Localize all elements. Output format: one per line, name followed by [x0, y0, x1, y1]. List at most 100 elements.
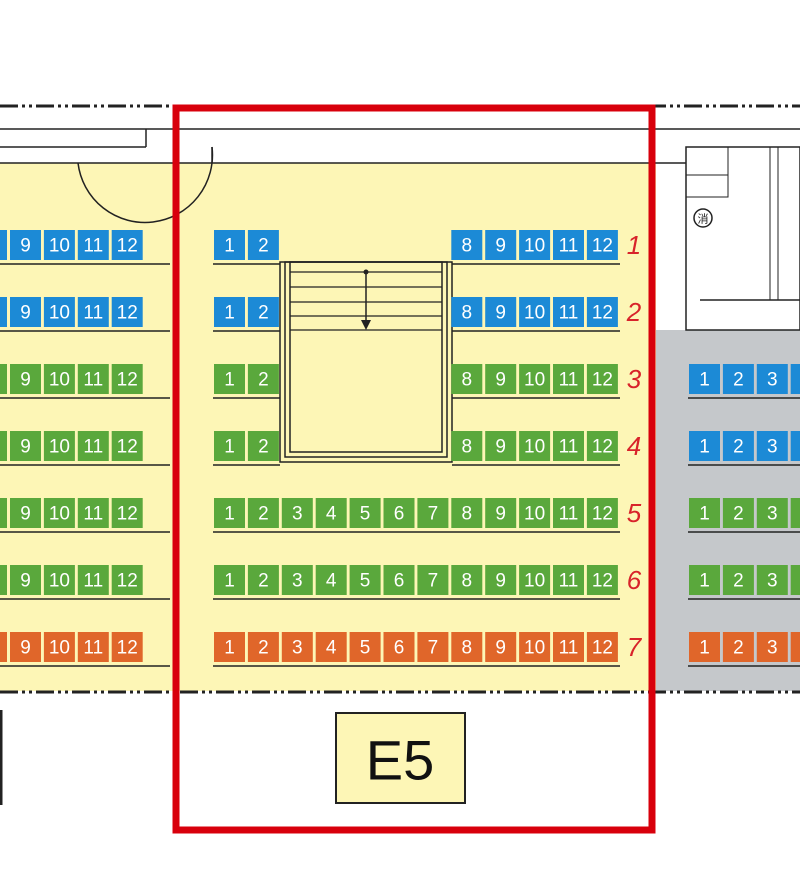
center-seat-row-1-seat-1[interactable]: 1 [214, 230, 245, 260]
center-seat-row-5-seat-4[interactable]: 4 [315, 498, 347, 528]
left-seat-row-6-seat-10[interactable]: 10 [43, 565, 75, 595]
center-seat-row-2-seat-2[interactable]: 2 [247, 297, 279, 327]
left-seat-row-3-seat-10[interactable]: 10 [43, 364, 75, 394]
center-seat-row-3-seat-10[interactable]: 10 [519, 364, 551, 394]
center-seat-row-6-seat-5[interactable]: 5 [349, 565, 381, 595]
center-seat-row-4-seat-1[interactable]: 1 [214, 431, 245, 461]
center-seat-row-2-seat-9[interactable]: 9 [485, 297, 517, 327]
center-seat-row-7-seat-12[interactable]: 12 [586, 632, 618, 662]
left-seat-row-3-seat-12[interactable]: 12 [111, 364, 143, 394]
left-seat-row-2-seat-11[interactable]: 11 [77, 297, 109, 327]
center-seat-row-4-seat-10[interactable]: 10 [519, 431, 551, 461]
right-seat-row-5-seat-3[interactable]: 3 [756, 498, 788, 528]
right-cut-seat-row-7-seat-[interactable] [790, 632, 800, 662]
center-seat-row-5-seat-8[interactable]: 8 [451, 498, 483, 528]
left-cut-seat-row-2-seat-[interactable] [0, 297, 7, 327]
center-seat-row-5-seat-11[interactable]: 11 [553, 498, 584, 528]
center-seat-row-6-seat-8[interactable]: 8 [451, 565, 483, 595]
center-seat-row-4-seat-12[interactable]: 12 [586, 431, 618, 461]
center-seat-row-5-seat-10[interactable]: 10 [519, 498, 551, 528]
center-seat-row-4-seat-8[interactable]: 8 [451, 431, 483, 461]
center-seat-row-5-seat-12[interactable]: 12 [586, 498, 618, 528]
center-seat-row-1-seat-9[interactable]: 9 [485, 230, 517, 260]
right-seat-row-7-seat-3[interactable]: 3 [756, 632, 788, 662]
right-seat-row-4-seat-3[interactable]: 3 [756, 431, 788, 461]
left-seat-row-7-seat-10[interactable]: 10 [43, 632, 75, 662]
left-seat-row-2-seat-10[interactable]: 10 [43, 297, 75, 327]
center-seat-row-3-seat-12[interactable]: 12 [586, 364, 618, 394]
center-seat-row-7-seat-8[interactable]: 8 [451, 632, 483, 662]
center-seat-row-3-seat-9[interactable]: 9 [485, 364, 517, 394]
center-seat-row-7-seat-11[interactable]: 11 [553, 632, 584, 662]
left-seat-row-7-seat-11[interactable]: 11 [77, 632, 109, 662]
left-cut-seat-row-6-seat-[interactable] [0, 565, 7, 595]
center-seat-row-2-seat-10[interactable]: 10 [519, 297, 551, 327]
center-seat-row-7-seat-7[interactable]: 7 [417, 632, 449, 662]
left-seat-row-5-seat-11[interactable]: 11 [77, 498, 109, 528]
left-seat-row-4-seat-9[interactable]: 9 [10, 431, 41, 461]
center-seat-row-5-seat-6[interactable]: 6 [383, 498, 415, 528]
left-seat-row-3-seat-11[interactable]: 11 [77, 364, 109, 394]
center-seat-row-6-seat-12[interactable]: 12 [586, 565, 618, 595]
center-seat-row-1-seat-10[interactable]: 10 [519, 230, 551, 260]
left-seat-row-5-seat-12[interactable]: 12 [111, 498, 143, 528]
center-seat-row-7-seat-2[interactable]: 2 [247, 632, 279, 662]
center-seat-row-2-seat-8[interactable]: 8 [451, 297, 483, 327]
center-seat-row-6-seat-6[interactable]: 6 [383, 565, 415, 595]
center-seat-row-5-seat-2[interactable]: 2 [247, 498, 279, 528]
center-seat-row-7-seat-4[interactable]: 4 [315, 632, 347, 662]
center-seat-row-1-seat-8[interactable]: 8 [451, 230, 483, 260]
right-seat-row-4-seat-2[interactable]: 2 [722, 431, 754, 461]
center-seat-row-7-seat-6[interactable]: 6 [383, 632, 415, 662]
center-seat-row-1-seat-2[interactable]: 2 [247, 230, 279, 260]
center-seat-row-2-seat-1[interactable]: 1 [214, 297, 245, 327]
right-seat-row-5-seat-2[interactable]: 2 [722, 498, 754, 528]
center-seat-row-5-seat-5[interactable]: 5 [349, 498, 381, 528]
left-seat-row-4-seat-10[interactable]: 10 [43, 431, 75, 461]
center-seat-row-3-seat-11[interactable]: 11 [553, 364, 584, 394]
center-seat-row-7-seat-3[interactable]: 3 [281, 632, 313, 662]
left-seat-row-6-seat-9[interactable]: 9 [10, 565, 41, 595]
right-seat-row-3-seat-1[interactable]: 1 [689, 364, 720, 394]
left-seat-row-1-seat-10[interactable]: 10 [43, 230, 75, 260]
left-seat-row-4-seat-11[interactable]: 11 [77, 431, 109, 461]
left-cut-seat-row-1-seat-[interactable] [0, 230, 7, 260]
right-seat-row-3-seat-3[interactable]: 3 [756, 364, 788, 394]
right-seat-row-3-seat-2[interactable]: 2 [722, 364, 754, 394]
center-seat-row-6-seat-4[interactable]: 4 [315, 565, 347, 595]
center-seat-row-4-seat-11[interactable]: 11 [553, 431, 584, 461]
left-seat-row-7-seat-9[interactable]: 9 [10, 632, 41, 662]
center-seat-row-6-seat-7[interactable]: 7 [417, 565, 449, 595]
center-seat-row-7-seat-9[interactable]: 9 [485, 632, 517, 662]
right-seat-row-7-seat-2[interactable]: 2 [722, 632, 754, 662]
center-seat-row-4-seat-2[interactable]: 2 [247, 431, 279, 461]
left-cut-seat-row-5-seat-[interactable] [0, 498, 7, 528]
left-cut-seat-row-4-seat-[interactable] [0, 431, 7, 461]
left-cut-seat-row-3-seat-[interactable] [0, 364, 7, 394]
center-seat-row-6-seat-10[interactable]: 10 [519, 565, 551, 595]
right-cut-seat-row-6-seat-[interactable] [790, 565, 800, 595]
left-seat-row-5-seat-10[interactable]: 10 [43, 498, 75, 528]
center-seat-row-1-seat-11[interactable]: 11 [553, 230, 584, 260]
center-seat-row-2-seat-11[interactable]: 11 [553, 297, 584, 327]
left-seat-row-1-seat-12[interactable]: 12 [111, 230, 143, 260]
center-seat-row-5-seat-7[interactable]: 7 [417, 498, 449, 528]
center-seat-row-5-seat-1[interactable]: 1 [214, 498, 245, 528]
right-seat-row-6-seat-1[interactable]: 1 [689, 565, 720, 595]
left-seat-row-7-seat-12[interactable]: 12 [111, 632, 143, 662]
center-seat-row-6-seat-11[interactable]: 11 [553, 565, 584, 595]
left-seat-row-2-seat-12[interactable]: 12 [111, 297, 143, 327]
right-seat-row-5-seat-1[interactable]: 1 [689, 498, 720, 528]
right-seat-row-7-seat-1[interactable]: 1 [689, 632, 720, 662]
center-seat-row-3-seat-2[interactable]: 2 [247, 364, 279, 394]
center-seat-row-2-seat-12[interactable]: 12 [586, 297, 618, 327]
left-seat-row-6-seat-11[interactable]: 11 [77, 565, 109, 595]
center-seat-row-5-seat-3[interactable]: 3 [281, 498, 313, 528]
left-seat-row-4-seat-12[interactable]: 12 [111, 431, 143, 461]
center-seat-row-7-seat-1[interactable]: 1 [214, 632, 245, 662]
center-seat-row-6-seat-2[interactable]: 2 [247, 565, 279, 595]
center-seat-row-6-seat-9[interactable]: 9 [485, 565, 517, 595]
center-seat-row-7-seat-10[interactable]: 10 [519, 632, 551, 662]
right-cut-seat-row-5-seat-[interactable] [790, 498, 800, 528]
center-seat-row-4-seat-9[interactable]: 9 [485, 431, 517, 461]
